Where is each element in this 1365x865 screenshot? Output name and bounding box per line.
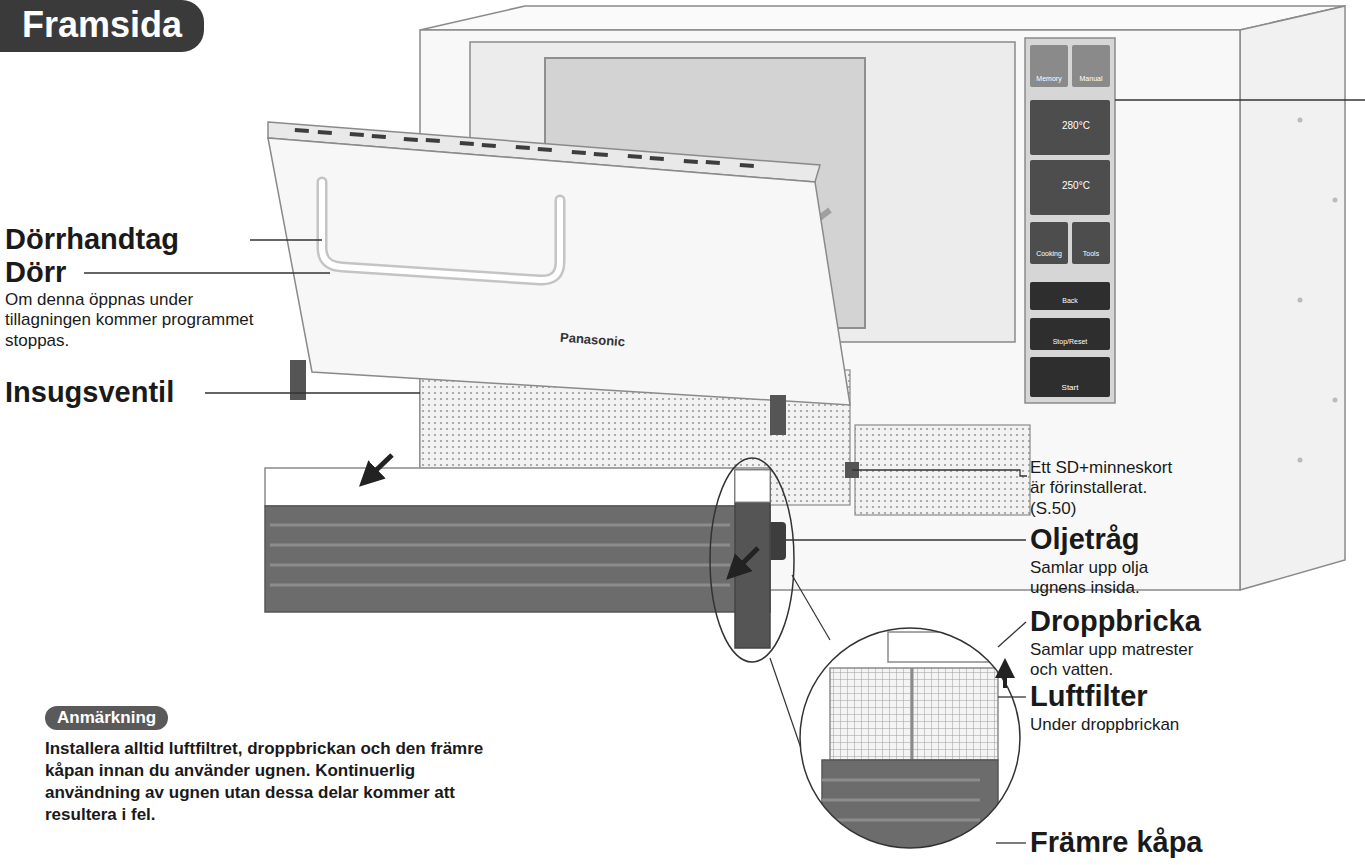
oven-door xyxy=(268,122,850,435)
part-description: Om denna öppnas under tillagningen komme… xyxy=(5,290,257,351)
page-title: Framsida xyxy=(0,0,204,52)
button-label: Back xyxy=(1030,297,1110,305)
button-label: Manual xyxy=(1073,75,1109,83)
note-body: Installera alltid luftfiltret, droppbric… xyxy=(45,738,515,826)
leader-line xyxy=(84,100,1365,843)
part-name: Dörrhandtag xyxy=(5,222,179,257)
note-box: AnmärkningInstallera alltid luftfiltret,… xyxy=(45,706,515,826)
part-name: Luftfilter xyxy=(1030,679,1148,714)
button-label: Tools xyxy=(1073,250,1109,258)
button-label: Start xyxy=(1030,383,1110,393)
part-name: Droppbricka xyxy=(1030,604,1201,639)
part-name: Oljetråg xyxy=(1030,522,1140,557)
removal-arrow xyxy=(368,455,758,571)
button-label: Cooking xyxy=(1031,250,1067,258)
button-label: 280°C xyxy=(1062,120,1108,132)
part-description: Samlar upp matrester och vatten. xyxy=(1030,640,1210,681)
zoom-marker xyxy=(710,458,794,662)
button-label: 250°C xyxy=(1062,180,1108,192)
button-label: Stop/Reset xyxy=(1030,338,1110,346)
part-name: Insugsventil xyxy=(5,375,174,410)
part-description: Under droppbrickan xyxy=(1030,715,1230,735)
front-cover xyxy=(265,458,830,760)
part-name: Främre kåpa xyxy=(1030,825,1203,860)
part-note: Ett SD+minneskort är förinstallerat. (S.… xyxy=(1030,458,1190,519)
part-description: Samlar upp olja ugnens insida. xyxy=(1030,558,1180,599)
control-panel xyxy=(1025,38,1115,403)
part-name: Dörr xyxy=(5,255,66,290)
note-heading: Anmärkning xyxy=(45,706,515,730)
button-label: Memory xyxy=(1031,75,1067,83)
zoom-detail xyxy=(800,628,1020,860)
